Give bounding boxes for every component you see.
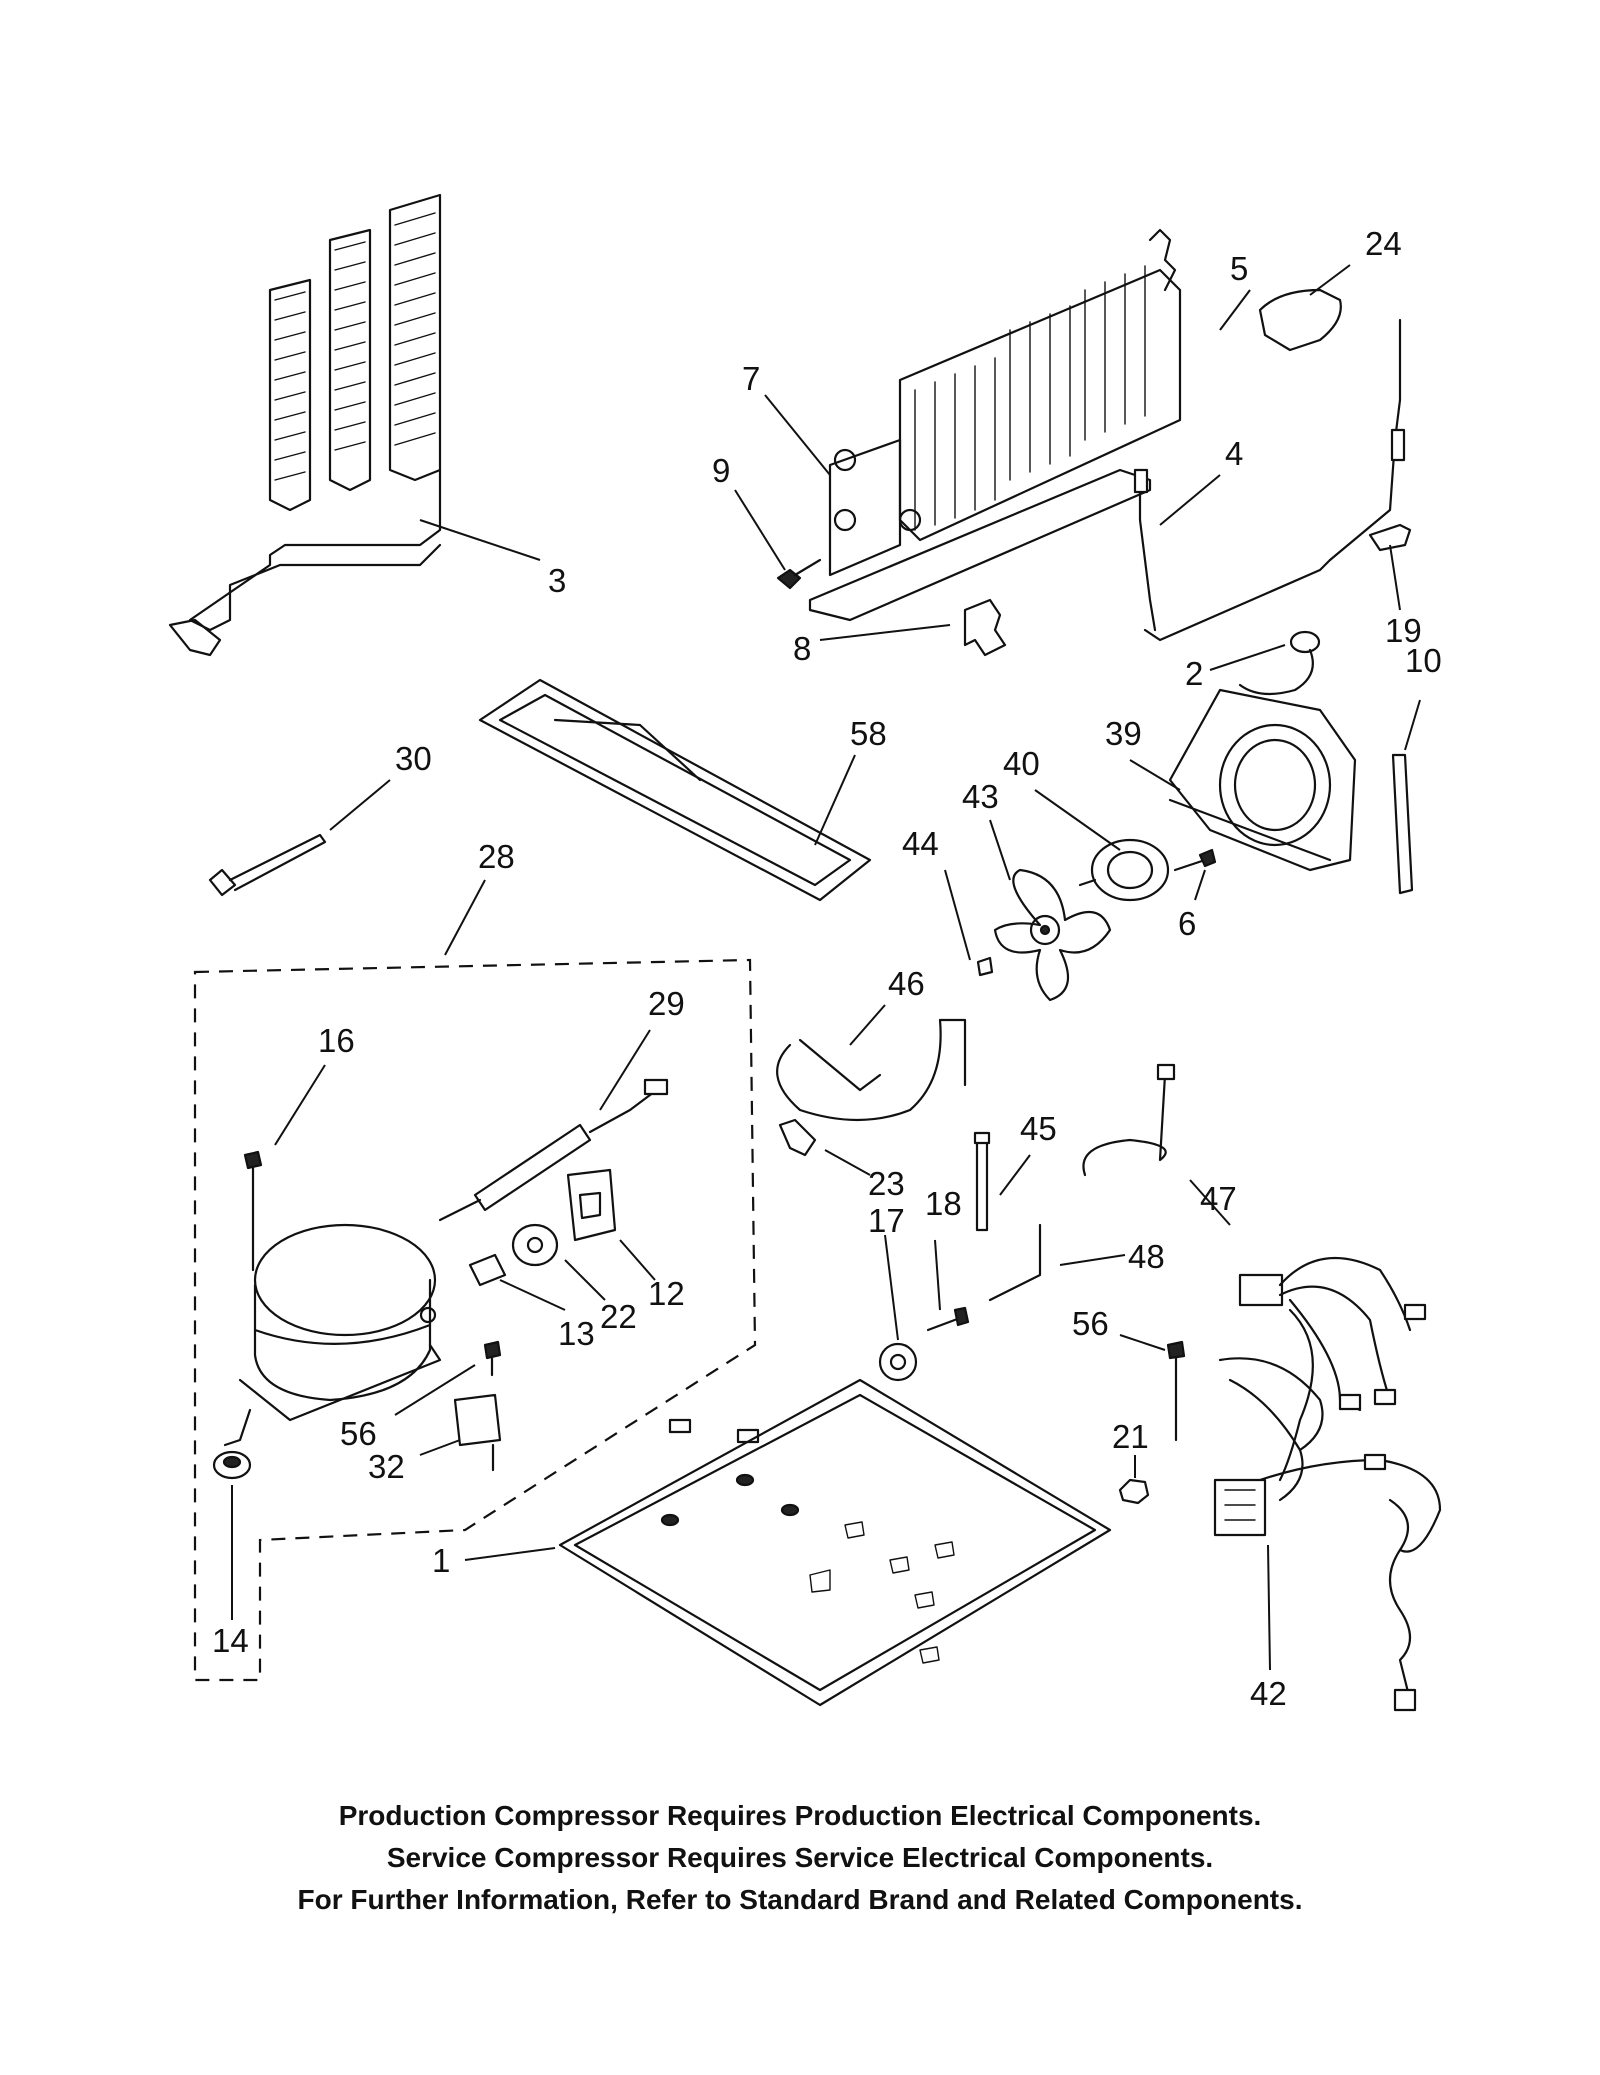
- callout-17: 17: [868, 1202, 905, 1239]
- screw-56-left-illustration: [483, 1340, 502, 1377]
- callout-39: 39: [1105, 715, 1142, 752]
- screw-6-illustration: [1173, 848, 1217, 872]
- callout-1: 1: [432, 1542, 450, 1579]
- compressor-assembly-28-outline: [193, 958, 757, 1682]
- callout-47: 47: [1200, 1180, 1237, 1217]
- callout-44: 44: [902, 825, 939, 862]
- callout-45: 45: [1020, 1110, 1057, 1147]
- callout-14: 14: [212, 1622, 249, 1659]
- drain-tray-58-illustration: [478, 678, 872, 902]
- callout-19: 19: [1385, 612, 1422, 649]
- tube-47-illustration: [1082, 1063, 1176, 1177]
- sensor-wire-4-illustration: [1133, 318, 1406, 642]
- clip-23-illustration: [778, 1118, 817, 1157]
- evaporator-illustration: [808, 228, 1182, 622]
- callout-4: 4: [1225, 435, 1243, 472]
- leader-lines: [231, 264, 1421, 1671]
- capacitor-32-illustration: [453, 1393, 502, 1472]
- callout-28: 28: [478, 838, 515, 875]
- screw-16-illustration: [243, 1150, 263, 1272]
- screw-56-right-illustration: [1166, 1340, 1186, 1442]
- callout-58: 58: [850, 715, 887, 752]
- cover-12-illustration: [566, 1168, 617, 1242]
- strip-10-illustration: [1391, 753, 1414, 895]
- tube-48-illustration: [988, 1223, 1042, 1302]
- callout-32: 32: [368, 1448, 405, 1485]
- fan-blade-43-illustration: [993, 868, 1112, 1002]
- callout-29: 29: [648, 985, 685, 1022]
- sensor-19-illustration: [1368, 523, 1412, 552]
- callout-16: 16: [318, 1022, 355, 1059]
- callout-7: 7: [742, 360, 760, 397]
- hose-46-illustration: [776, 1018, 967, 1122]
- note-service-compressor: Service Compressor Requires Service Elec…: [386, 1842, 1214, 1873]
- base-pan-1-illustration: [558, 1378, 1112, 1707]
- clip-44-illustration: [976, 956, 994, 977]
- fan-motor-40-illustration: [1078, 838, 1170, 902]
- callout-23: 23: [868, 1165, 905, 1202]
- callout-46: 46: [888, 965, 925, 1002]
- note-production-compressor: Production Compressor Requires Productio…: [338, 1800, 1262, 1831]
- callout-40: 40: [1003, 745, 1040, 782]
- cap-24-illustration: [1258, 288, 1342, 352]
- callout-43: 43: [962, 778, 999, 815]
- footnote-text-block: Production Compressor Requires Productio…: [0, 1795, 1600, 1921]
- grommet-14-illustration: [212, 1450, 252, 1480]
- pin-18-illustration: [926, 1306, 970, 1332]
- nut-21-illustration: [1118, 1478, 1150, 1505]
- roller-17-illustration: [878, 1342, 918, 1382]
- screw-9-illustration: [776, 558, 822, 590]
- fan-shroud-39-illustration: [1168, 688, 1357, 872]
- callout-9: 9: [712, 452, 730, 489]
- callout-24: 24: [1365, 225, 1402, 262]
- callout-3: 3: [548, 562, 566, 599]
- callout-56-left: 56: [340, 1415, 377, 1452]
- callout-48: 48: [1128, 1238, 1165, 1275]
- callout-42: 42: [1250, 1675, 1287, 1712]
- relay-22-illustration: [511, 1223, 559, 1267]
- callout-30: 30: [395, 740, 432, 777]
- tube-45-illustration: [973, 1131, 991, 1232]
- cable-tie-30-illustration: [208, 833, 327, 897]
- wiring-harness-42-illustration: [1213, 1256, 1442, 1712]
- callout-labels: 3 5 24 7 9 4 19 10 8 2 30 58 39 40 43 44…: [212, 225, 1442, 1712]
- compressor-illustration: [223, 1223, 442, 1447]
- callout-13: 13: [558, 1315, 595, 1352]
- drier-29-illustration: [438, 1078, 669, 1222]
- callout-8: 8: [793, 630, 811, 667]
- note-further-information: For Further Information, Refer to Standa…: [297, 1884, 1303, 1915]
- clip-8-illustration: [963, 598, 1007, 657]
- callout-12: 12: [648, 1275, 685, 1312]
- callout-6: 6: [1178, 905, 1196, 942]
- callout-10: 10: [1405, 642, 1442, 679]
- thermostat-2-illustration: [1238, 630, 1321, 696]
- callout-18: 18: [925, 1185, 962, 1222]
- callout-22: 22: [600, 1298, 637, 1335]
- callout-56-right: 56: [1072, 1305, 1109, 1342]
- condenser-coil-illustration: [168, 193, 442, 657]
- callout-2: 2: [1185, 655, 1203, 692]
- overload-13-illustration: [468, 1253, 507, 1287]
- callout-21: 21: [1112, 1418, 1149, 1455]
- callout-5: 5: [1230, 250, 1248, 287]
